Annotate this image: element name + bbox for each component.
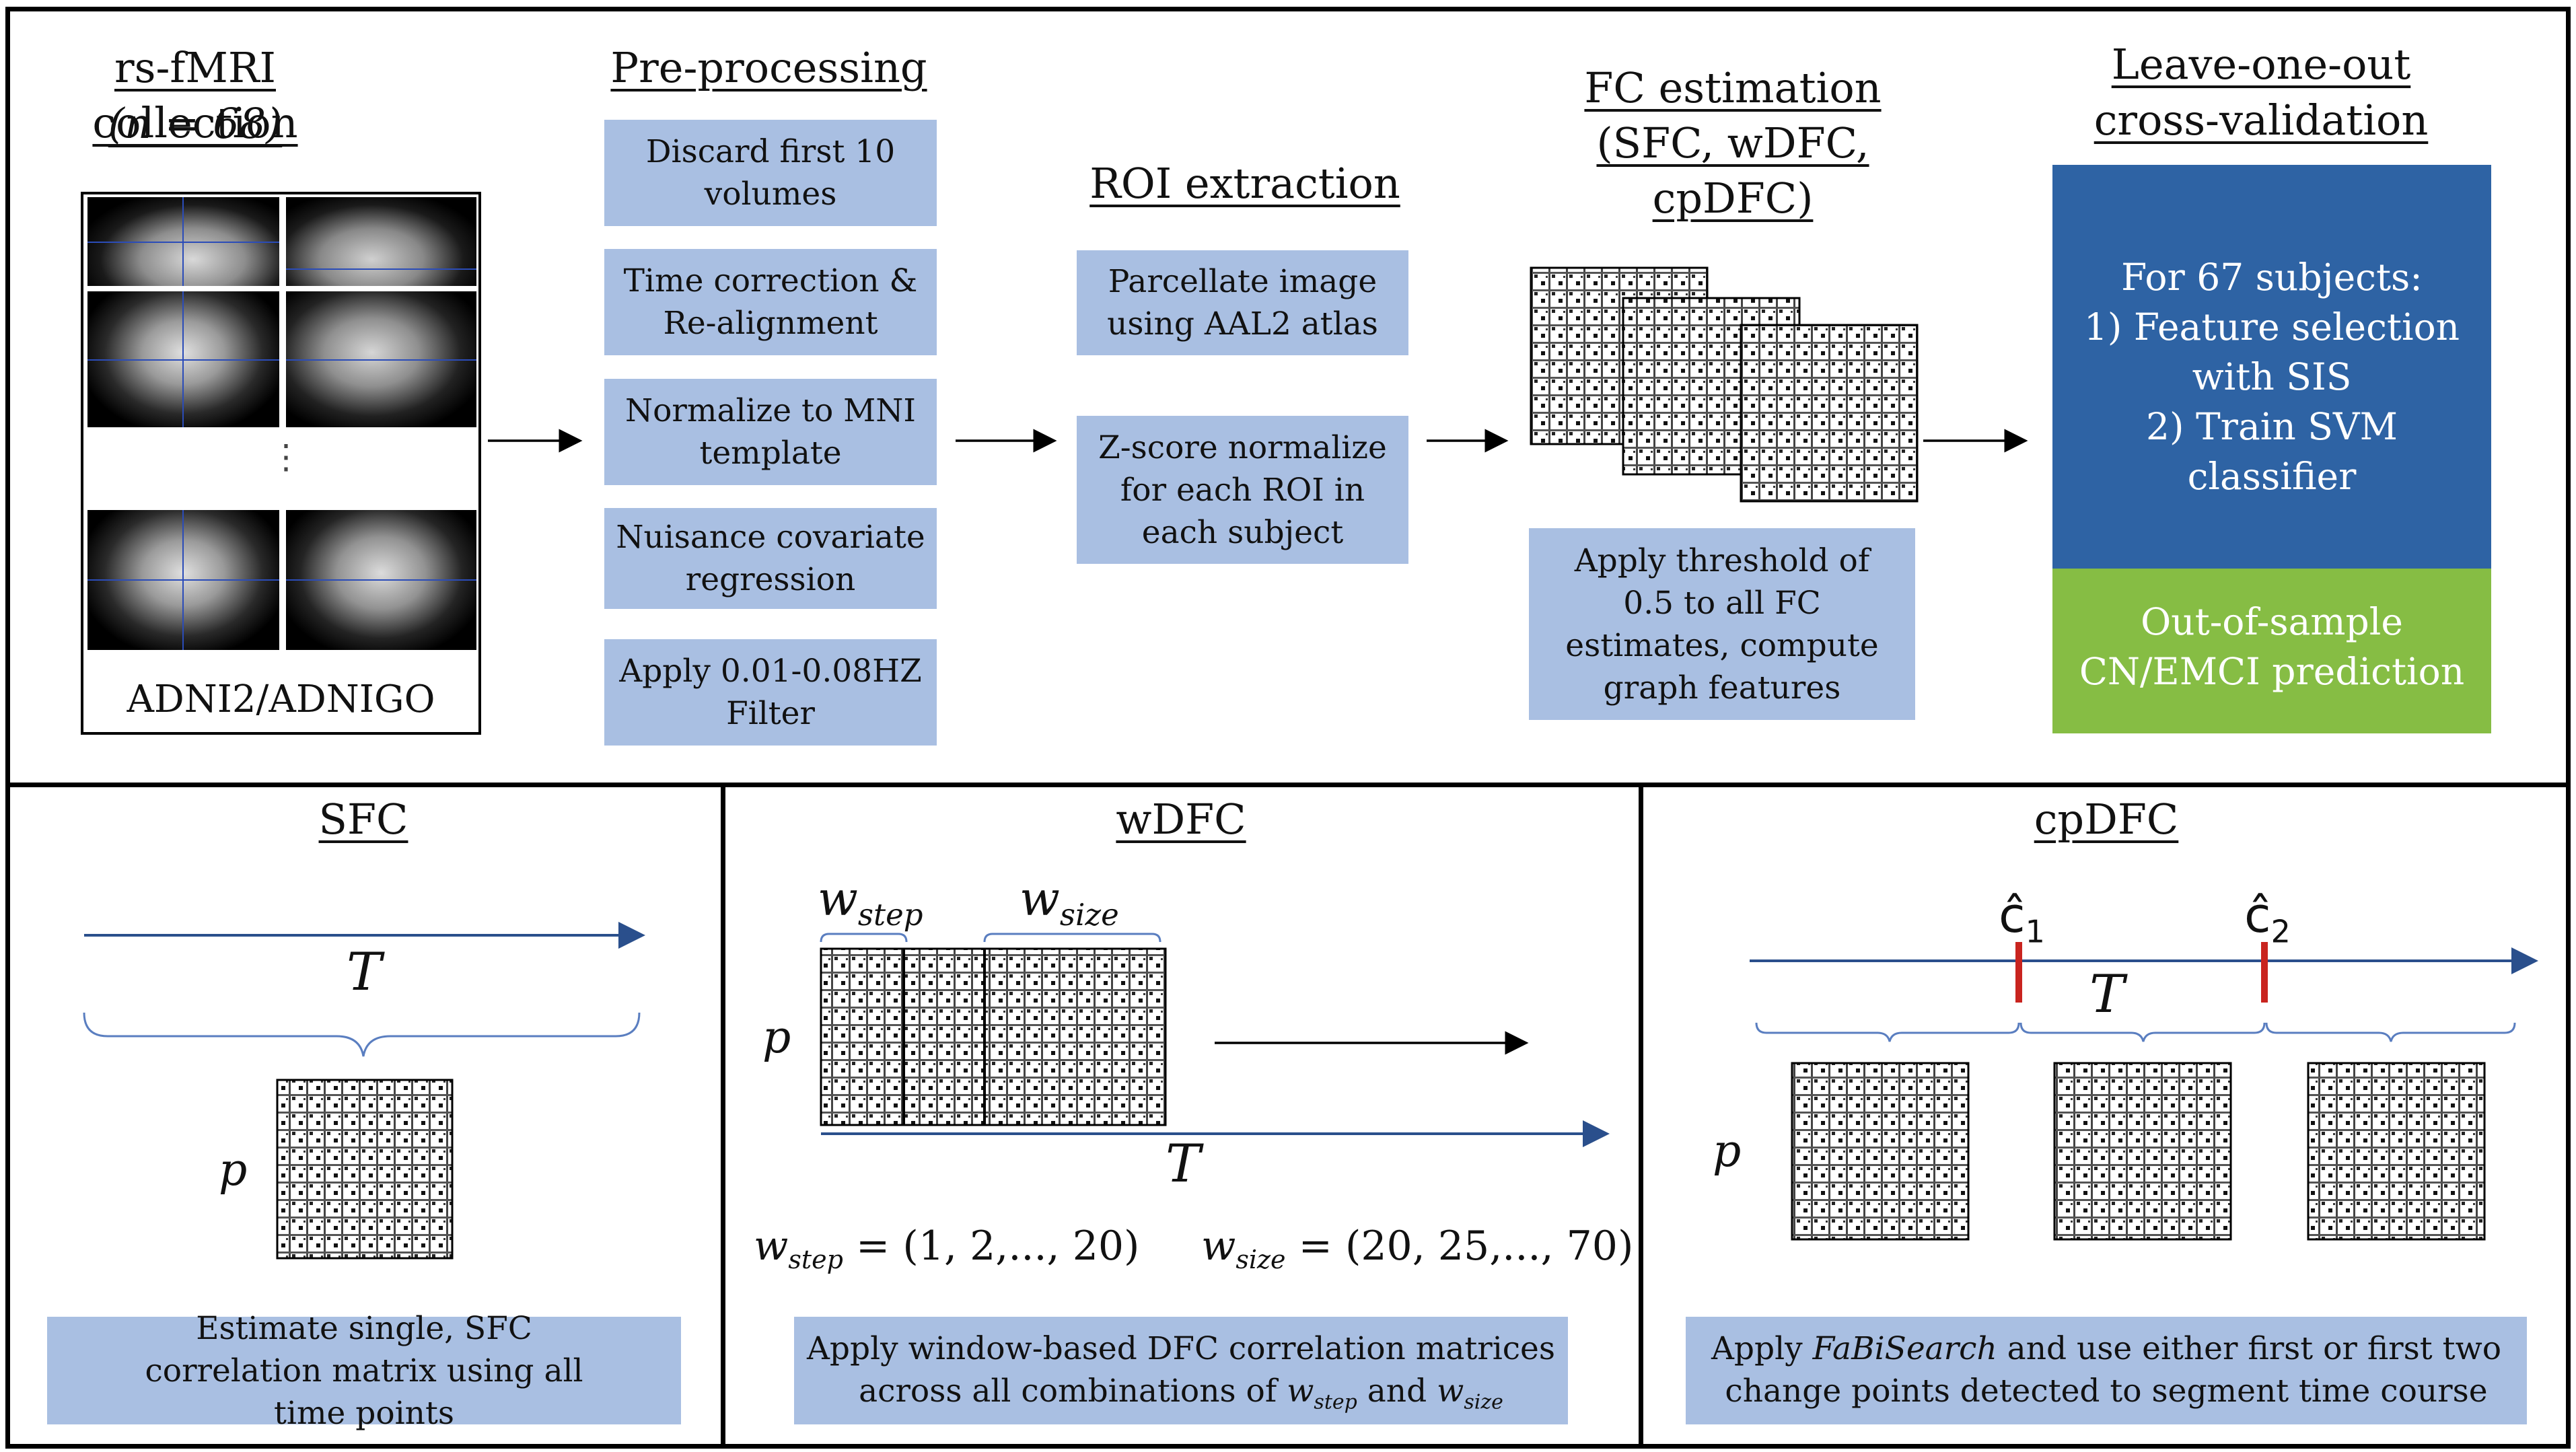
loo-title-line2: cross-validation [2094, 96, 2429, 145]
w-step-w: w [818, 871, 858, 927]
loo-line: with SIS [2192, 355, 2352, 398]
cpdfc-box-post: and use either first or first two [1997, 1330, 2502, 1367]
w-size-sub: size [1059, 897, 1119, 933]
cpdfc-box-fabisearch: FaBiSearch [1812, 1330, 1997, 1367]
loo-training-text: For 67 subjects: 1) Feature selection wi… [2052, 252, 2491, 501]
roi-title: ROI extraction [1089, 159, 1400, 208]
preprocessing-step: Time correction & Re-alignment [604, 249, 937, 355]
c1-sub: 1 [2025, 913, 2045, 950]
sfc-title: SFC [318, 795, 408, 844]
change-point-2-label: ĉ2 [2244, 887, 2291, 949]
loo-line: 2) Train SVM [2146, 405, 2398, 448]
brain-scan-image [87, 291, 279, 427]
fc-title-line1: FC estimation [1584, 63, 1882, 112]
eq1-w: w [754, 1223, 789, 1270]
eq2-w: w [1201, 1223, 1236, 1270]
preprocessing-step: Nuisance covariate regression [604, 508, 937, 609]
wdfc-box-and: and [1357, 1373, 1437, 1410]
cpdfc-title: cpDFC [2034, 795, 2179, 844]
eq2-rhs: = (20, 25,..., 70) [1285, 1223, 1634, 1270]
roi-step: Parcellate image using AAL2 atlas [1077, 250, 1408, 355]
cpdfc-p-label: p [1713, 1125, 1742, 1177]
wdfc-p-label: p [762, 1011, 791, 1063]
brain-scan-image [286, 291, 476, 427]
loo-training-box [2052, 165, 2491, 569]
brain-scan-image [286, 510, 476, 650]
cpdfc-box-line1: Apply FaBiSearch and use either first or… [1695, 1328, 2517, 1370]
w-step-sub: step [857, 897, 923, 933]
loo-line: For 67 subjects: [2121, 256, 2423, 299]
loo-line: 1) Feature selection [2083, 305, 2460, 349]
vertical-dots: ⋮ [269, 437, 303, 476]
wdfc-box-line1: Apply window-based DFC correlation matri… [806, 1330, 1555, 1367]
wdfc-box-text: across all combinations of [859, 1373, 1287, 1410]
eq2-sub: size [1236, 1245, 1286, 1274]
fc-title-line3: cpDFC) [1652, 174, 1814, 223]
sfc-t-label: T [347, 942, 382, 1003]
roi-step: Z-score normalize for each ROI in each s… [1077, 416, 1408, 564]
wdfc-box-line2: across all combinations of wstep and wsi… [803, 1370, 1559, 1423]
cpdfc-description-box: Apply FaBiSearch and use either first or… [1686, 1317, 2527, 1424]
wdfc-t-label: T [1166, 1134, 1201, 1194]
cpdfc-t-label: T [2089, 964, 2125, 1025]
fc-threshold-box: Apply threshold of 0.5 to all FC estimat… [1529, 528, 1915, 720]
loo-prediction-text: Out-of-sample CN/EMCI prediction [2052, 597, 2491, 696]
wdfc-title: wDFC [1116, 795, 1246, 844]
c2-sub: 2 [2270, 913, 2291, 950]
w-size-equation: wsize = (20, 25,..., 70) [1201, 1223, 1633, 1274]
preprocessing-step: Normalize to MNI template [604, 379, 937, 485]
wdfc-box-w1: w [1287, 1373, 1314, 1410]
preprocessing-title: Pre-processing [610, 43, 927, 92]
eq1-rhs: = (1, 2,..., 20) [843, 1223, 1140, 1270]
wdfc-box-w2-sub: size [1464, 1390, 1503, 1414]
wdfc-description-box: Apply window-based DFC correlation matri… [794, 1317, 1568, 1424]
change-point-1-label: ĉ1 [1999, 887, 2045, 949]
wdfc-box-w2: w [1437, 1373, 1464, 1410]
w-size-w: w [1019, 871, 1060, 927]
loo-prediction-box [2052, 569, 2491, 733]
rs-fmri-n: (n = 68) [108, 99, 283, 148]
w-size-label: wsize [1019, 871, 1119, 933]
wdfc-box-w1-sub: step [1314, 1390, 1357, 1414]
w-step-label: wstep [818, 871, 923, 933]
brain-scan-image [87, 510, 279, 650]
c2-symbol: ĉ [2244, 887, 2271, 943]
w-step-equation: wstep = (1, 2,..., 20) [754, 1223, 1139, 1274]
rs-fmri-title: rs-fMRI collection [92, 43, 298, 147]
cpdfc-box-pre: Apply [1711, 1330, 1813, 1367]
c1-symbol: ĉ [1999, 887, 2026, 943]
sfc-description-box: Estimate single, SFC correlation matrix … [47, 1310, 681, 1432]
sfc-p-label: p [219, 1144, 248, 1196]
brain-scan-image [87, 197, 279, 286]
loo-green-line: CN/EMCI prediction [2079, 650, 2465, 693]
eq1-sub: step [788, 1245, 843, 1274]
loo-green-line: Out-of-sample [2141, 600, 2403, 643]
preprocessing-step: Apply 0.01-0.08HZ Filter [604, 639, 937, 746]
cpdfc-box-line2: change points detected to segment time c… [1725, 1373, 2488, 1410]
loo-title-line1: Leave-one-out [2111, 40, 2411, 89]
loo-line: classifier [2187, 455, 2357, 498]
adni-label: ADNI2/ADNIGO [127, 678, 435, 721]
fc-title-line2: (SFC, wDFC, [1596, 118, 1869, 168]
brain-scan-image [286, 197, 476, 286]
preprocessing-step: Discard first 10 volumes [604, 120, 937, 226]
